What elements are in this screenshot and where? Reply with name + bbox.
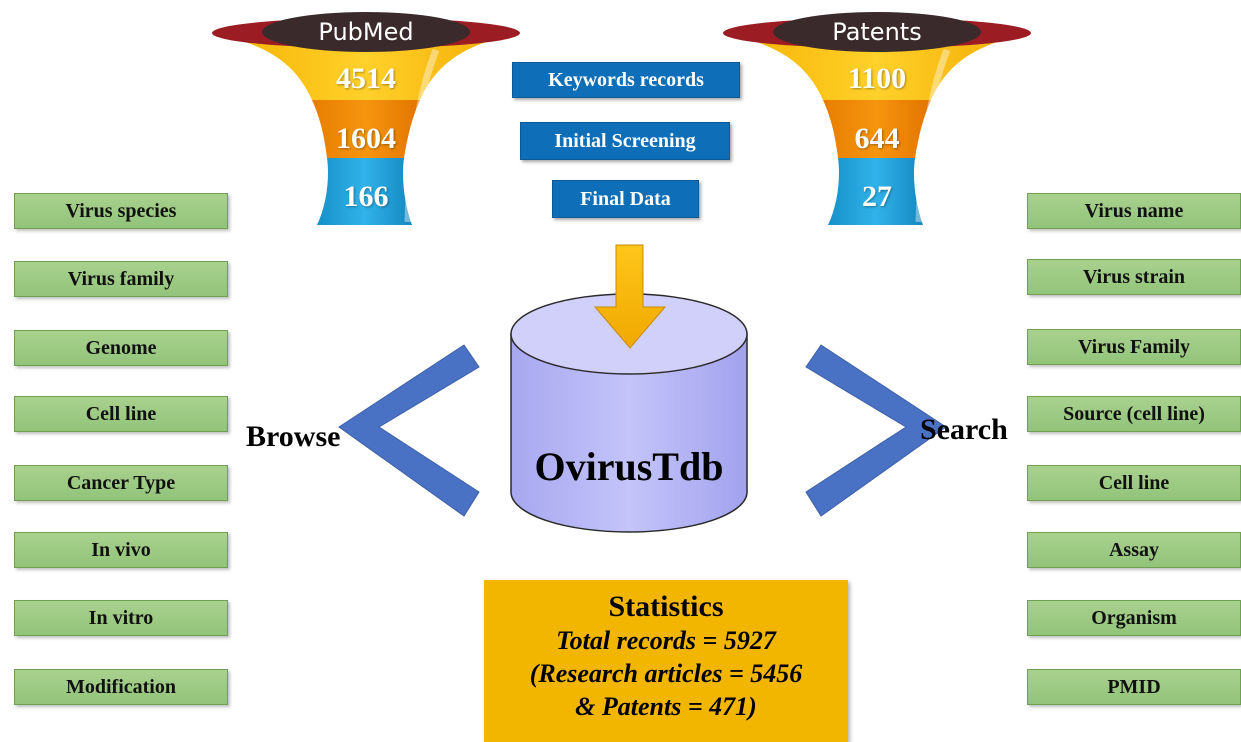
patents-funnel: [723, 12, 1031, 225]
pubmed-keyword-count: 4514: [336, 62, 396, 95]
search-label: Search: [920, 413, 1008, 446]
patents-funnel-title: Patents: [832, 18, 922, 46]
patents-screening-count: 644: [854, 122, 900, 155]
down-arrow: [593, 244, 667, 349]
search-item-virus-name: Virus name: [1027, 193, 1241, 229]
funnel-band-blue: [317, 158, 412, 225]
patents-keyword-count: 1100: [847, 62, 907, 95]
funnel-highlight: [404, 48, 440, 223]
search-item-assay: Assay: [1027, 532, 1241, 568]
funnel-label-oval: [773, 12, 981, 52]
browse-item-cancer-type: Cancer Type: [14, 465, 228, 501]
funnel-label-oval: [262, 12, 470, 52]
search-item-virus-strain: Virus strain: [1027, 259, 1241, 295]
search-item-organism: Organism: [1027, 600, 1241, 636]
statistics-title: Statistics: [608, 590, 724, 623]
funnel-band-yellow: [723, 33, 1031, 100]
funnel-highlight: [915, 48, 951, 223]
funnel-band-blue: [828, 158, 923, 225]
patents-final-count: 27: [862, 180, 892, 213]
statistics-patents: & Patents = 471): [575, 692, 757, 721]
pubmed-final-count: 166: [343, 180, 389, 213]
step-final-data: Final Data: [552, 180, 699, 218]
browse-item-in-vitro: In vitro: [14, 600, 228, 636]
pubmed-screening-count: 1604: [336, 122, 396, 155]
search-item-pmid: PMID: [1027, 669, 1241, 705]
search-item-cell-line: Cell line: [1027, 465, 1241, 501]
browse-item-in-vivo: In vivo: [14, 532, 228, 568]
browse-item-virus-family: Virus family: [14, 261, 228, 297]
browse-item-genome: Genome: [14, 330, 228, 366]
browse-chevron: [338, 344, 480, 517]
cylinder-body: [510, 333, 748, 533]
browse-item-cell-line: Cell line: [14, 396, 228, 432]
pubmed-funnel: [212, 12, 520, 225]
browse-item-virus-species: Virus species: [14, 193, 228, 229]
database-name: OvirusTdb: [534, 444, 724, 489]
pubmed-funnel-title: PubMed: [318, 18, 414, 46]
step-initial-screening: Initial Screening: [520, 122, 730, 160]
search-item-virus-family: Virus Family: [1027, 329, 1241, 365]
statistics-research-articles: (Research articles = 5456: [529, 659, 803, 688]
search-item-source-cell-line: Source (cell line): [1027, 396, 1241, 432]
funnel-band-orange: [312, 100, 420, 158]
browse-label: Browse: [246, 420, 341, 453]
browse-item-modification: Modification: [14, 669, 228, 705]
search-chevron: [805, 344, 947, 517]
funnel-band-yellow: [212, 33, 520, 100]
funnel-band-orange: [823, 100, 931, 158]
statistics-box: Statistics Total records = 5927 (Researc…: [484, 580, 848, 742]
statistics-total-records: Total records = 5927: [556, 626, 776, 655]
step-keywords-records: Keywords records: [512, 62, 740, 98]
